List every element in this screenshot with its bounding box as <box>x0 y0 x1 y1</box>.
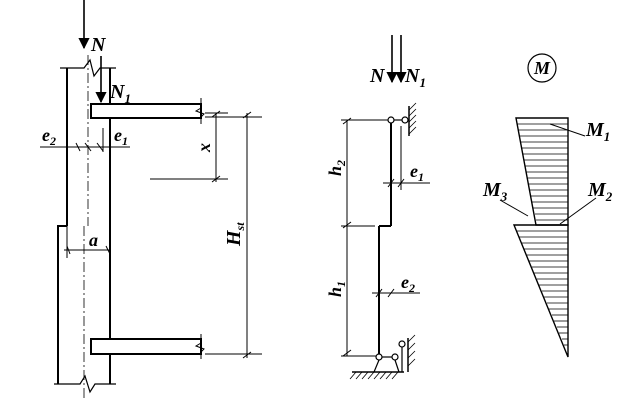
upper-break-mark <box>60 58 116 78</box>
scheme-label-e1: e1 <box>410 161 424 184</box>
bottom-floor-slab <box>90 338 202 355</box>
label-h1: h1 <box>325 281 348 297</box>
scheme-label-N: N <box>369 65 386 87</box>
label-N: N <box>90 34 107 56</box>
bottom-support-hinge <box>391 353 399 361</box>
label-x: x <box>194 143 214 153</box>
top-support-hatch <box>408 102 417 135</box>
label-e2: e2 <box>42 125 56 148</box>
label-h2: h2 <box>325 160 348 176</box>
M1-leader <box>549 123 586 137</box>
moment-symbol: M <box>533 58 551 78</box>
label-Hst: Hst <box>223 222 247 247</box>
bottom-slab-break <box>194 334 205 359</box>
moment-symbol-circle <box>527 53 557 83</box>
h1-dimension <box>341 225 376 357</box>
bottom-support-hinge-top <box>398 340 406 348</box>
scheme-label-e2: e2 <box>401 272 415 295</box>
x-dimension <box>150 110 228 183</box>
moment-upper-triangle <box>515 117 569 226</box>
structural-scheme <box>341 35 430 380</box>
M2-leader <box>559 197 597 225</box>
Hst-dimension <box>205 111 262 359</box>
label-N1: N1 <box>109 81 131 106</box>
column-step <box>57 225 67 384</box>
moment-hatching <box>517 123 568 346</box>
label-e1: e1 <box>114 125 128 148</box>
ground-hatch <box>349 334 416 380</box>
label-a: a <box>89 230 98 250</box>
top-support-hinge <box>401 116 409 124</box>
label-M2: M2 <box>587 179 613 204</box>
bottom-hinge <box>375 353 383 361</box>
moment-diagram <box>499 53 597 358</box>
top-hinge <box>387 116 395 124</box>
a-dimension <box>64 226 111 258</box>
lower-break-mark <box>54 374 116 394</box>
top-slab-break <box>194 98 205 124</box>
h2-dimension <box>341 117 388 229</box>
column-elevation <box>40 0 262 398</box>
M3-leader <box>499 199 529 217</box>
top-floor-slab <box>90 103 202 119</box>
eccentricity-dimension <box>40 128 130 152</box>
label-M1: M1 <box>585 119 610 144</box>
scheme-label-N1: N1 <box>404 65 426 90</box>
scheme-e2-dimension <box>372 288 420 298</box>
label-M3: M3 <box>482 179 508 204</box>
scheme-e1-dimension <box>383 126 430 190</box>
